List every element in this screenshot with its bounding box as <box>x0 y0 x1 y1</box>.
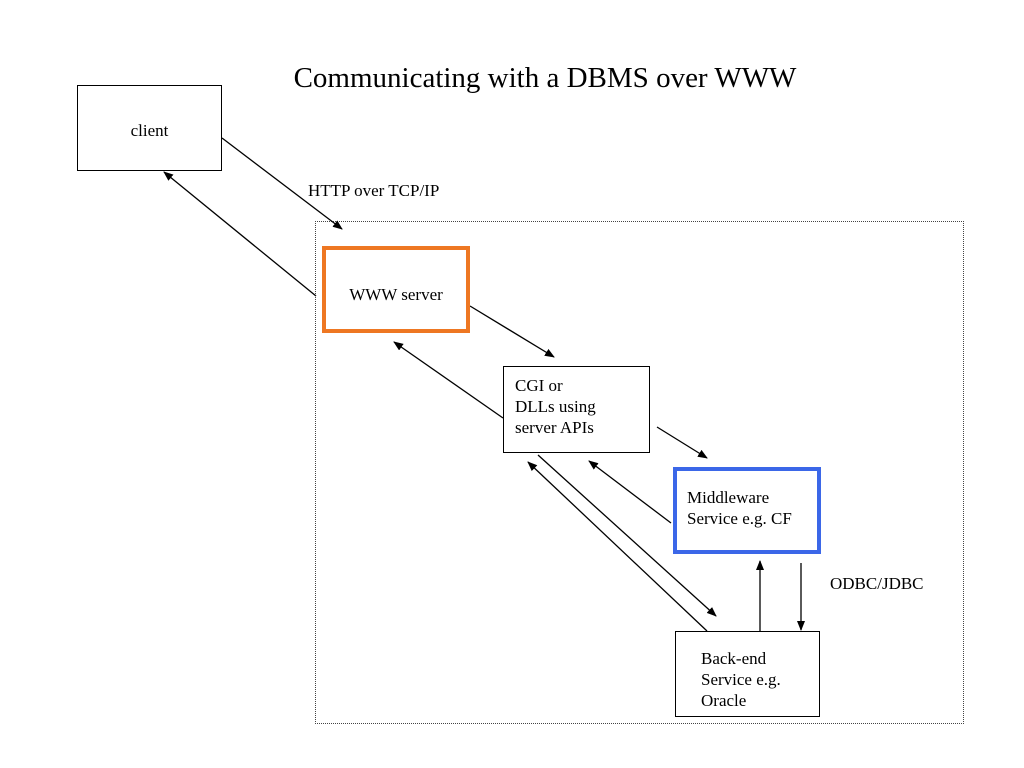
cgi-label-line-1: CGI or <box>515 376 563 395</box>
backend-label-line-1: Back-end <box>701 649 767 668</box>
client-node: client <box>77 85 222 171</box>
odbc-jdbc-label: ODBC/JDBC <box>830 574 924 593</box>
arrow-www-to-client <box>163 171 317 297</box>
cgi-node: CGI or DLLs using server APIs <box>503 366 650 453</box>
backend-node: Back-end Service e.g. Oracle <box>675 631 820 717</box>
http-protocol-label: HTTP over TCP/IP <box>308 181 440 200</box>
cgi-label-line-3: server APIs <box>515 418 594 437</box>
middleware-label-line-1: Middleware <box>687 488 770 507</box>
backend-label-line-2: Service e.g. <box>701 670 781 689</box>
server-side-region <box>315 221 964 724</box>
middleware-node: Middleware Service e.g. CF <box>673 467 821 554</box>
middleware-label-line-2: Service e.g. CF <box>687 509 792 528</box>
backend-label-line-3: Oracle <box>701 691 747 710</box>
www-server-label: WWW server <box>349 285 443 304</box>
diagram-title: Communicating with a DBMS over WWW <box>293 62 797 94</box>
cgi-label-line-2: DLLs using <box>515 397 596 416</box>
www-server-node: WWW server <box>322 246 470 333</box>
client-label: client <box>130 121 169 140</box>
